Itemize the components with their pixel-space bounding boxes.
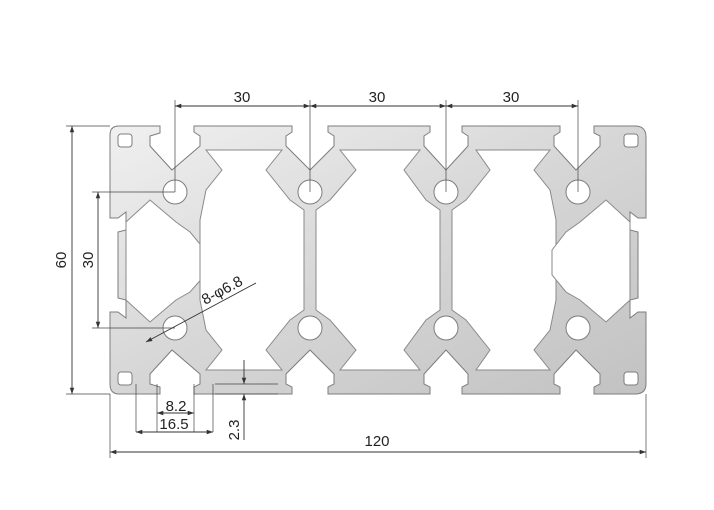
cavity-right	[551, 199, 631, 323]
cavity-center-left	[199, 149, 305, 371]
corner-hole-bottom-right	[623, 371, 639, 386]
corner-hole-bottom-left	[117, 371, 133, 386]
dimension-total-width: 120	[109, 394, 647, 458]
hole-bottom-2	[297, 315, 323, 341]
dimension-wall: 2.3	[215, 360, 278, 440]
dim-wall: 2.3	[226, 420, 243, 441]
corner-hole-top-left	[117, 133, 133, 148]
dim-slot-width: 16.5	[159, 416, 188, 433]
cavity-center-right	[451, 149, 557, 371]
dimension-slot: 8.2 16.5	[135, 384, 214, 435]
dim-height-inner: 30	[80, 252, 97, 269]
dim-pitch-1: 30	[234, 89, 251, 106]
cavity-center	[315, 149, 441, 371]
extrusion-profile	[109, 125, 647, 395]
corner-hole-top-right	[623, 133, 639, 148]
dimension-left-height: 60 30	[53, 125, 175, 395]
dimension-top-pitch: 30 30 30	[174, 89, 579, 192]
dim-width-total: 120	[364, 433, 389, 450]
dim-pitch-3: 30	[503, 89, 520, 106]
dim-slot-opening: 8.2	[166, 398, 187, 415]
dim-height-total: 60	[53, 252, 70, 269]
hole-bottom-3	[433, 315, 459, 341]
dim-pitch-2: 30	[369, 89, 386, 106]
hole-bottom-4	[565, 315, 591, 341]
